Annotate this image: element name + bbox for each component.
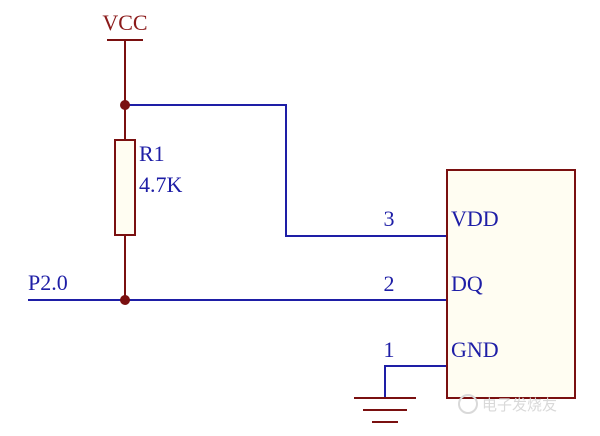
pin-name-gnd: GND bbox=[451, 337, 499, 362]
resistor-ref-label: R1 bbox=[139, 141, 165, 166]
watermark-text: 电子发烧友 bbox=[482, 396, 557, 414]
gnd-wire bbox=[384, 365, 447, 398]
pin-name-vdd: VDD bbox=[451, 206, 499, 231]
pin-name-dq: DQ bbox=[451, 271, 483, 296]
pin-number-gnd: 1 bbox=[384, 337, 395, 362]
resistor-body bbox=[114, 139, 136, 236]
junction-dot-dq bbox=[120, 295, 130, 305]
ground-symbol bbox=[354, 397, 416, 423]
pin-number-dq: 2 bbox=[384, 271, 395, 296]
junction-dot-vcc bbox=[120, 100, 130, 110]
watermark: 电子发烧友 bbox=[458, 394, 557, 414]
vdd-wire bbox=[125, 104, 447, 237]
sensor-chip-body bbox=[446, 169, 576, 399]
port-label: P2.0 bbox=[28, 270, 68, 295]
pin-number-vdd: 3 bbox=[384, 206, 395, 231]
resistor-value-label: 4.7K bbox=[139, 172, 183, 197]
watermark-logo-icon bbox=[458, 394, 478, 414]
vcc-label: VCC bbox=[102, 10, 147, 35]
